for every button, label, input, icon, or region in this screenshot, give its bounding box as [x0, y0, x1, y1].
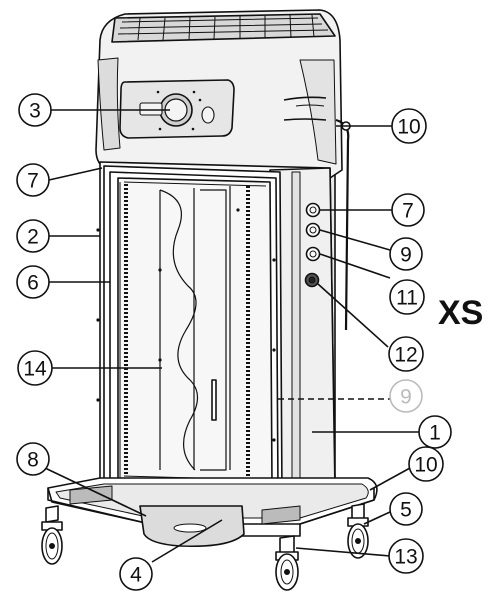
callout-11	[389, 279, 425, 315]
door-handle	[211, 379, 217, 421]
callout-1-number: 1	[429, 422, 441, 445]
callout-5	[389, 492, 423, 526]
callout-2	[16, 219, 50, 253]
callout-8	[16, 442, 50, 476]
callouts	[16, 93, 452, 591]
callout-7-left	[16, 163, 50, 197]
callout-9-dashed	[389, 379, 423, 413]
callout-3-number: 3	[29, 100, 41, 123]
callout-2-number: 2	[27, 226, 39, 249]
callout-4	[119, 557, 153, 591]
callout-12-number: 12	[394, 344, 417, 367]
callout-8-number: 8	[27, 449, 39, 472]
callout-7-left-number: 7	[27, 170, 39, 193]
callout-14	[17, 350, 53, 386]
interior-rack	[159, 186, 231, 471]
callout-13-number: 13	[394, 546, 417, 569]
callout-9	[389, 237, 423, 271]
callout-13	[388, 538, 424, 574]
callout-6	[16, 265, 50, 299]
variant-label: XS	[438, 294, 483, 332]
leader-lines	[44, 109, 419, 563]
callout-14-number: 14	[23, 358, 47, 381]
callout-1	[418, 415, 452, 449]
callout-12	[388, 336, 424, 372]
callout-6-number: 6	[27, 272, 39, 295]
callout-5-number: 5	[400, 499, 412, 522]
caster-front-left	[41, 505, 63, 565]
callout-10-bottom	[408, 446, 444, 482]
callout-11-number: 11	[396, 287, 418, 310]
callout-10-top-number: 10	[397, 116, 420, 139]
caster-rear-right	[347, 503, 369, 559]
callout-9-dashed-number: 9	[400, 386, 412, 409]
callout-7-right	[391, 193, 425, 227]
callout-9-number: 9	[400, 244, 412, 267]
side-buttons	[304, 202, 321, 288]
caster-front-right	[275, 535, 299, 591]
callout-10-top	[391, 108, 427, 144]
callout-10-bottom-number: 10	[414, 454, 437, 477]
callout-3	[18, 93, 52, 127]
callout-4-number: 4	[130, 564, 142, 587]
appliance-illustration	[41, 9, 378, 591]
callout-7-right-number: 7	[402, 200, 414, 223]
